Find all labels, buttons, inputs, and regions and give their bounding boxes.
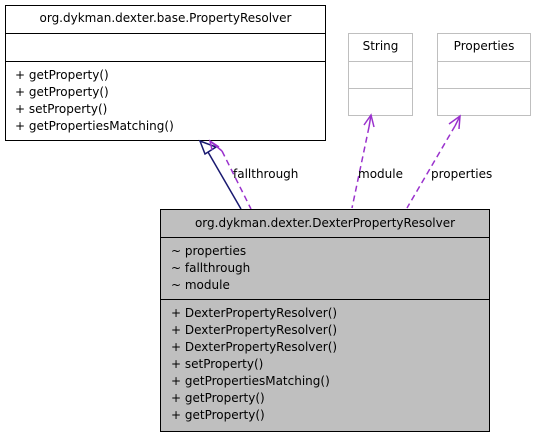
class-property-resolver[interactable]: org.dykman.dexter.base.PropertyResolver … [5, 5, 326, 141]
class-dexter-property-resolver-attribute: ~ module [171, 278, 230, 292]
class-property-resolver-method: + getProperty() [15, 68, 109, 82]
fallthrough-label: fallthrough [233, 167, 298, 181]
class-property-resolver-method: + getProperty() [15, 85, 109, 99]
edge-properties: properties [406, 114, 492, 209]
class-property-resolver-method: + getPropertiesMatching() [15, 119, 174, 133]
module-label: module [358, 167, 403, 181]
class-dexter-property-resolver-method: + getProperty() [171, 391, 265, 405]
class-dexter-property-resolver-method: + DexterPropertyResolver() [171, 323, 337, 337]
class-dexter-property-resolver-box [160, 209, 490, 432]
class-dexter-property-resolver-method: + DexterPropertyResolver() [171, 306, 337, 320]
class-property-resolver-box [5, 5, 326, 141]
class-dexter-property-resolver-method: + getProperty() [171, 408, 265, 422]
class-property-resolver-method: + setProperty() [15, 102, 107, 116]
class-dexter-property-resolver-method: + DexterPropertyResolver() [171, 340, 337, 354]
class-properties-name: Properties [454, 39, 515, 53]
class-string-box [348, 33, 413, 116]
properties-line [406, 125, 456, 209]
inheritance-line [207, 151, 242, 210]
class-property-resolver-name: org.dykman.dexter.base.PropertyResolver [40, 11, 292, 25]
inheritance-arrowhead-icon [198, 139, 218, 156]
edge-module: module [351, 113, 403, 209]
class-string-name: String [363, 39, 399, 53]
class-properties-box [437, 33, 531, 116]
class-dexter-property-resolver-method: + setProperty() [171, 357, 263, 371]
class-string[interactable]: String [348, 33, 413, 116]
properties-label: properties [431, 167, 492, 181]
edge-fallthrough: fallthrough [208, 139, 298, 210]
class-dexter-property-resolver-attribute: ~ fallthrough [171, 261, 250, 275]
class-dexter-property-resolver[interactable]: org.dykman.dexter.DexterPropertyResolver… [160, 209, 490, 432]
class-dexter-property-resolver-attribute: ~ properties [171, 244, 246, 258]
edge-inheritance [198, 139, 242, 210]
class-dexter-property-resolver-method: + getPropertiesMatching() [171, 374, 330, 388]
class-properties[interactable]: Properties [437, 33, 531, 116]
fallthrough-line [221, 150, 252, 210]
module-line [351, 126, 370, 209]
class-dexter-property-resolver-name: org.dykman.dexter.DexterPropertyResolver [195, 216, 455, 230]
